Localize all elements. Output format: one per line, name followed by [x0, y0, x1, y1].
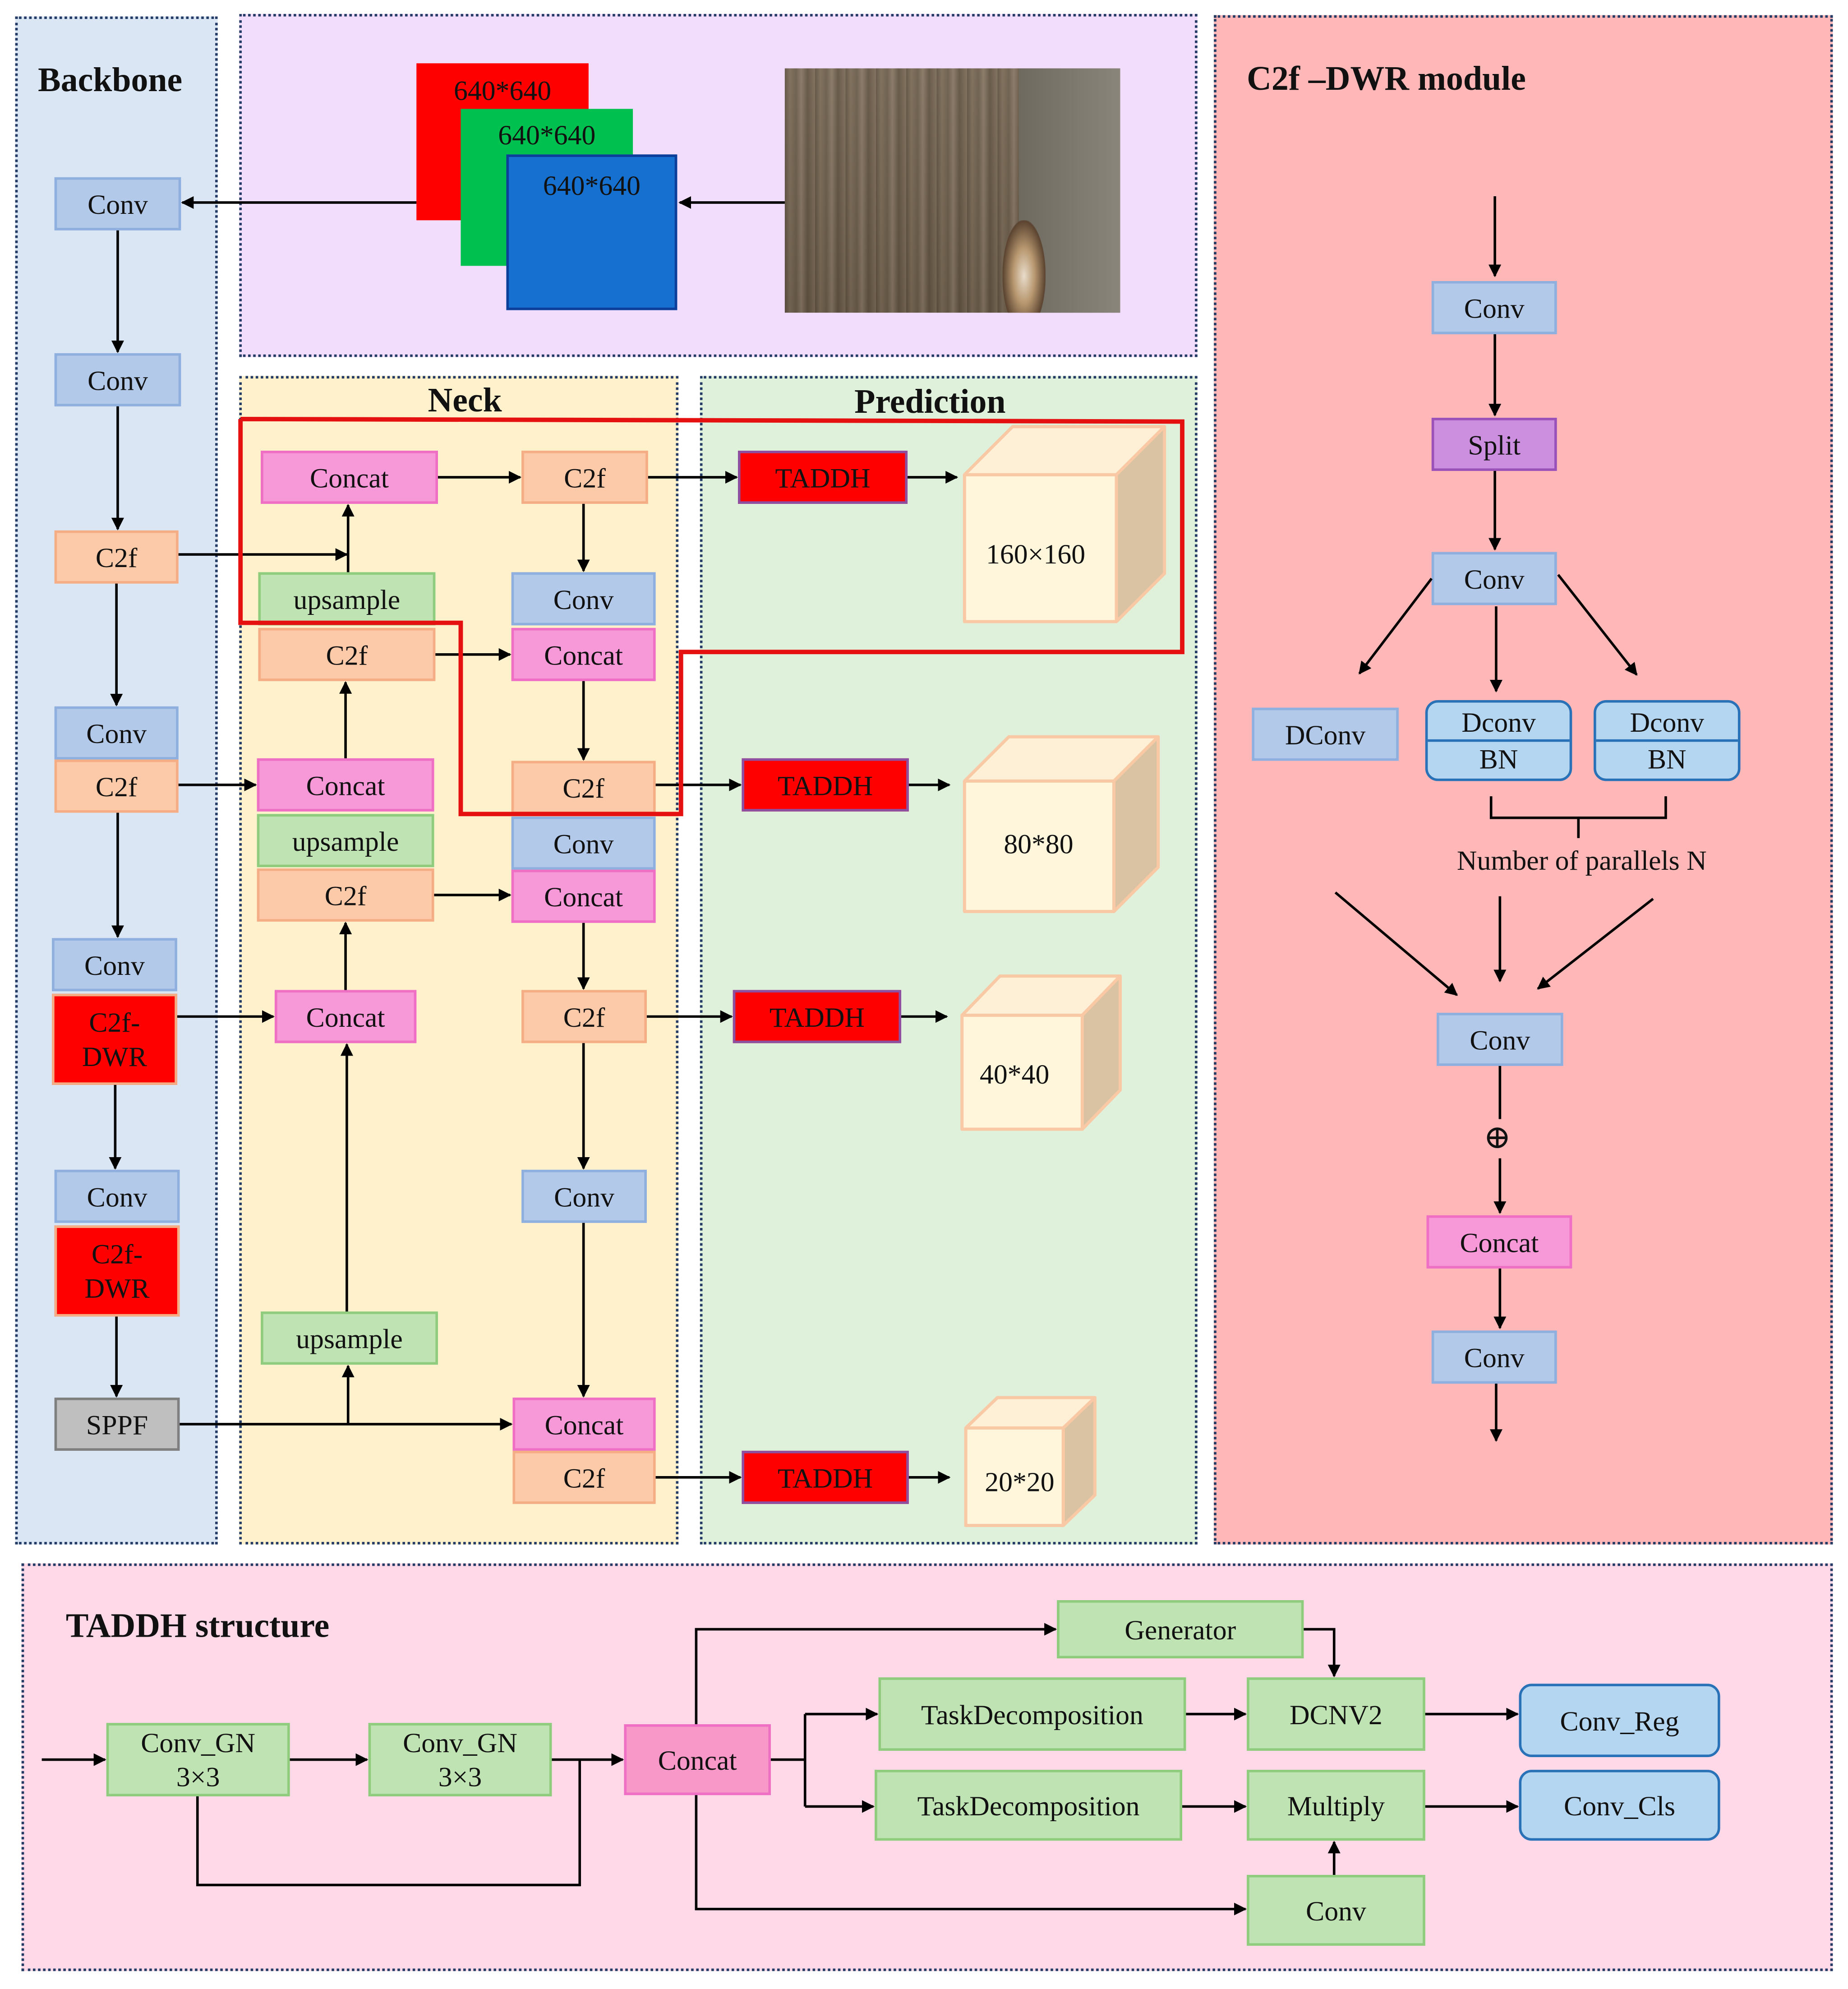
neck-upsample-1[interactable]: upsample [258, 572, 436, 626]
backbone-c2f-dwr-2[interactable]: C2f- DWR [54, 1225, 180, 1317]
output-cube-80 [963, 735, 1160, 913]
neck-c2f-5[interactable]: C2f [521, 990, 647, 1043]
dwr-split[interactable]: Split [1431, 418, 1557, 471]
input-size-label-green: 640*640 [498, 119, 596, 151]
taddh-taskdecomposition-2[interactable]: TaskDecomposition [875, 1770, 1182, 1841]
taddh-multiply[interactable]: Multiply [1247, 1770, 1425, 1841]
neck-concat-6[interactable]: Concat [512, 1398, 656, 1451]
c2f-dwr-label-bottom: DWR [84, 1272, 150, 1304]
dwr-conv-3[interactable]: Conv [1437, 1012, 1563, 1066]
taddh-head-1[interactable]: TADDH [738, 451, 908, 504]
input-image [784, 68, 1120, 313]
neck-title: Neck [428, 381, 502, 419]
taddh-title: TADDH structure [65, 1606, 330, 1645]
backbone-conv-3[interactable]: Conv [54, 706, 179, 760]
neck-concat-1[interactable]: Concat [261, 451, 438, 504]
neck-c2f-4[interactable]: C2f [257, 868, 434, 922]
output-size-40: 40*40 [979, 1058, 1050, 1090]
taddh-head-2[interactable]: TADDH [742, 758, 909, 812]
taddh-panel [21, 1563, 1833, 1971]
dwr-dconv-bn-1[interactable]: Dconv BN [1425, 700, 1572, 781]
neck-upsample-3[interactable]: upsample [261, 1311, 438, 1365]
neck-conv-3[interactable]: Conv [521, 1169, 647, 1223]
taddh-conv[interactable]: Conv [1247, 1874, 1425, 1946]
taddh-head-4[interactable]: TADDH [742, 1450, 909, 1504]
neck-concat-4[interactable]: Concat [511, 869, 656, 923]
conv-gn-label: Conv_GN [403, 1726, 517, 1758]
taddh-generator[interactable]: Generator [1057, 1600, 1304, 1659]
dwr-conv-4[interactable]: Conv [1431, 1330, 1557, 1384]
dwr-conv-1[interactable]: Conv [1431, 281, 1557, 334]
taddh-taskdecomposition-1[interactable]: TaskDecomposition [878, 1677, 1186, 1751]
output-cube-20 [964, 1396, 1097, 1527]
dwr-dconv[interactable]: DConv [1252, 707, 1399, 761]
output-size-20: 20*20 [985, 1466, 1055, 1498]
taddh-conv-reg[interactable]: Conv_Reg [1519, 1684, 1720, 1758]
dconv-bn-divider [1428, 739, 1570, 742]
neck-conv-1[interactable]: Conv [511, 572, 656, 626]
dwr-parallels-label: Number of parallels N [1456, 844, 1707, 876]
backbone-conv-4[interactable]: Conv [52, 938, 177, 992]
taddh-conv-gn-2[interactable]: Conv_GN 3×3 [368, 1723, 552, 1796]
neck-conv-2[interactable]: Conv [511, 816, 656, 870]
output-size-160: 160×160 [986, 538, 1086, 570]
dconv-bn-label-top: Dconv [1630, 706, 1705, 738]
dwr-conv-2[interactable]: Conv [1431, 552, 1557, 605]
conv-gn-label: Conv_GN [141, 1726, 256, 1758]
neck-concat-3[interactable]: Concat [257, 758, 434, 812]
c2f-dwr-label-bottom: DWR [82, 1040, 147, 1072]
neck-upsample-2[interactable]: upsample [257, 814, 434, 868]
dwr-title: C2f –DWR module [1247, 59, 1526, 98]
neck-concat-2[interactable]: Concat [511, 628, 656, 681]
output-cube-160 [963, 425, 1166, 623]
taddh-conv-gn-1[interactable]: Conv_GN 3×3 [106, 1723, 290, 1796]
backbone-conv-1[interactable]: Conv [54, 177, 181, 231]
dconv-bn-divider [1596, 739, 1738, 742]
dconv-bn-label-top: Dconv [1461, 706, 1536, 738]
dwr-dconv-bn-2[interactable]: Dconv BN [1594, 700, 1741, 781]
input-size-label-red: 640*640 [454, 74, 552, 106]
output-size-80: 80*80 [1004, 828, 1074, 860]
backbone-c2f-2[interactable]: C2f [54, 759, 179, 813]
prediction-title: Prediction [854, 382, 1006, 420]
dconv-bn-label-bottom: BN [1647, 743, 1687, 775]
backbone-c2f-dwr-1[interactable]: C2f- DWR [52, 993, 177, 1085]
backbone-title: Backbone [38, 60, 183, 99]
neck-c2f-6[interactable]: C2f [512, 1450, 656, 1504]
taddh-head-3[interactable]: TADDH [733, 990, 902, 1043]
neck-c2f-1[interactable]: C2f [521, 451, 648, 504]
input-size-label-blue: 640*640 [543, 170, 641, 202]
backbone-sppf[interactable]: SPPF [54, 1398, 180, 1451]
backbone-c2f-1[interactable]: C2f [54, 530, 179, 584]
neck-concat-5[interactable]: Concat [274, 990, 417, 1043]
taddh-concat[interactable]: Concat [624, 1724, 771, 1795]
taddh-dcnv2[interactable]: DCNV2 [1247, 1677, 1425, 1751]
kernel-size-label: 3×3 [176, 1761, 220, 1793]
kernel-size-label: 3×3 [438, 1761, 482, 1793]
dconv-bn-label-bottom: BN [1479, 743, 1518, 775]
backbone-conv-5[interactable]: Conv [54, 1169, 180, 1223]
taddh-conv-cls[interactable]: Conv_Cls [1519, 1770, 1720, 1841]
c2f-dwr-label-top: C2f- [91, 1238, 143, 1270]
highlight-region [238, 416, 1184, 817]
c2f-dwr-label-top: C2f- [89, 1006, 140, 1038]
neck-c2f-2[interactable]: C2f [258, 628, 436, 681]
dwr-add-icon: ⊕ [1483, 1119, 1512, 1156]
dwr-concat[interactable]: Concat [1426, 1215, 1572, 1269]
input-channel-blue: 640*640 [506, 154, 677, 310]
output-cube-40 [960, 974, 1122, 1131]
crack-defect [1002, 220, 1046, 313]
backbone-conv-2[interactable]: Conv [54, 353, 181, 406]
